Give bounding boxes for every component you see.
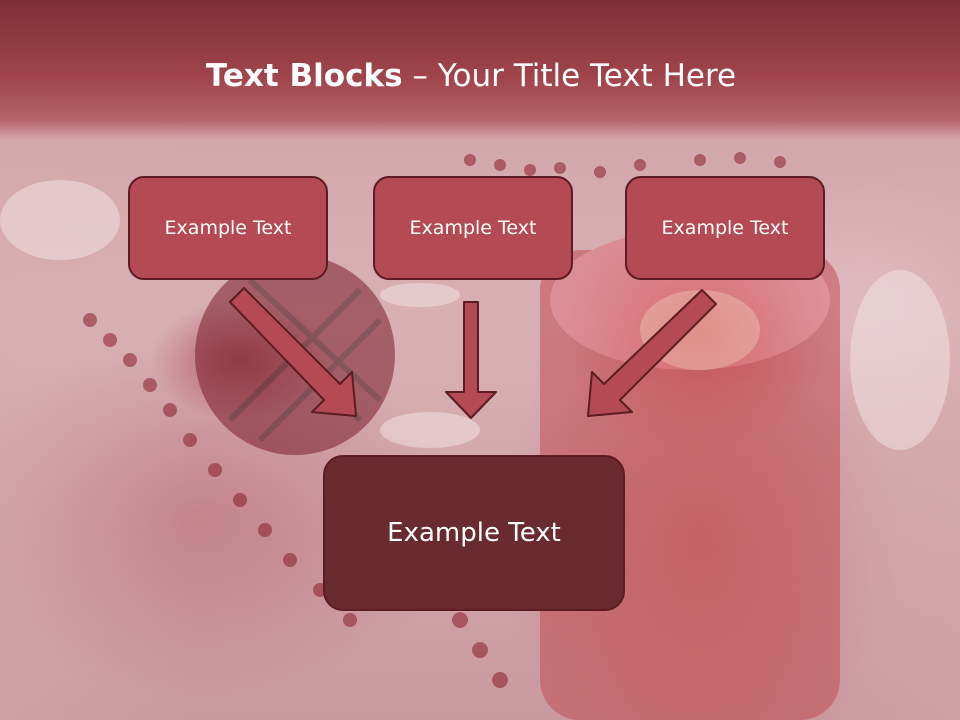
title-bold: Text Blocks	[205, 58, 403, 94]
text-block-center[interactable]: Example Text	[373, 176, 573, 280]
page-title: Text Blocks – Your Title Text Here	[0, 56, 942, 96]
text-block-left-label: Example Text	[164, 217, 292, 239]
title-rest: Your Title Text Here	[437, 58, 737, 94]
text-block-center-label: Example Text	[409, 217, 537, 239]
title-band	[0, 0, 960, 140]
text-block-left[interactable]: Example Text	[128, 176, 328, 280]
bead-strands	[83, 152, 786, 688]
light-patches	[0, 180, 950, 450]
text-block-right-label: Example Text	[661, 217, 789, 239]
arrow-right	[587, 289, 717, 417]
arrow-middle	[445, 301, 497, 419]
arrow-left	[229, 287, 357, 417]
title-dash: –	[402, 58, 438, 94]
text-block-right[interactable]: Example Text	[625, 176, 825, 280]
text-block-bottom-label: Example Text	[387, 518, 561, 548]
text-block-bottom[interactable]: Example Text	[323, 455, 625, 611]
